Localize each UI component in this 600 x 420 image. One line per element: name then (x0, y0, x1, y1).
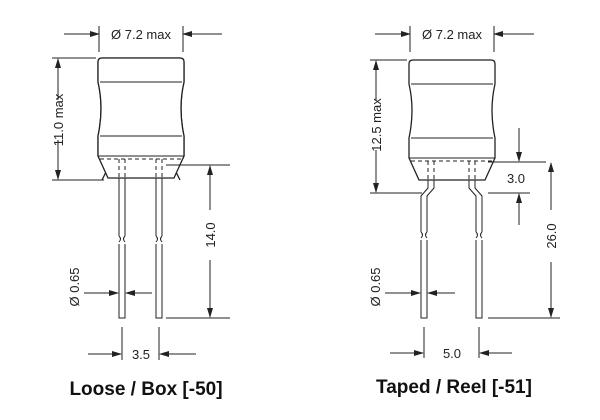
diameter-label: Ø 7.2 max (111, 27, 171, 42)
lead-spacing-label: 3.5 (132, 347, 150, 362)
loose-box-diagram: Ø 7.2 max 11.0 max 14.0 (51, 26, 230, 400)
height-label: 11.0 max (51, 93, 66, 146)
caption-loose-box: Loose / Box [-50] (69, 379, 222, 400)
taped-reel-diagram: Ø 7.2 max 12.5 max 3.0 26.0 (368, 26, 560, 398)
kink-offset-label: 3.0 (507, 171, 525, 186)
lead-length-label: 26.0 (544, 223, 559, 248)
caption-taped-reel: Taped / Reel [-51] (376, 377, 532, 398)
lead-diameter-label: Ø 0.65 (368, 267, 383, 306)
lead-spacing-label: 5.0 (443, 346, 461, 361)
diameter-label: Ø 7.2 max (422, 27, 482, 42)
height-label: 12.5 max (369, 98, 384, 152)
lead-diameter-label: Ø 0.65 (67, 267, 82, 306)
lead-length-label: 14.0 (203, 222, 218, 247)
